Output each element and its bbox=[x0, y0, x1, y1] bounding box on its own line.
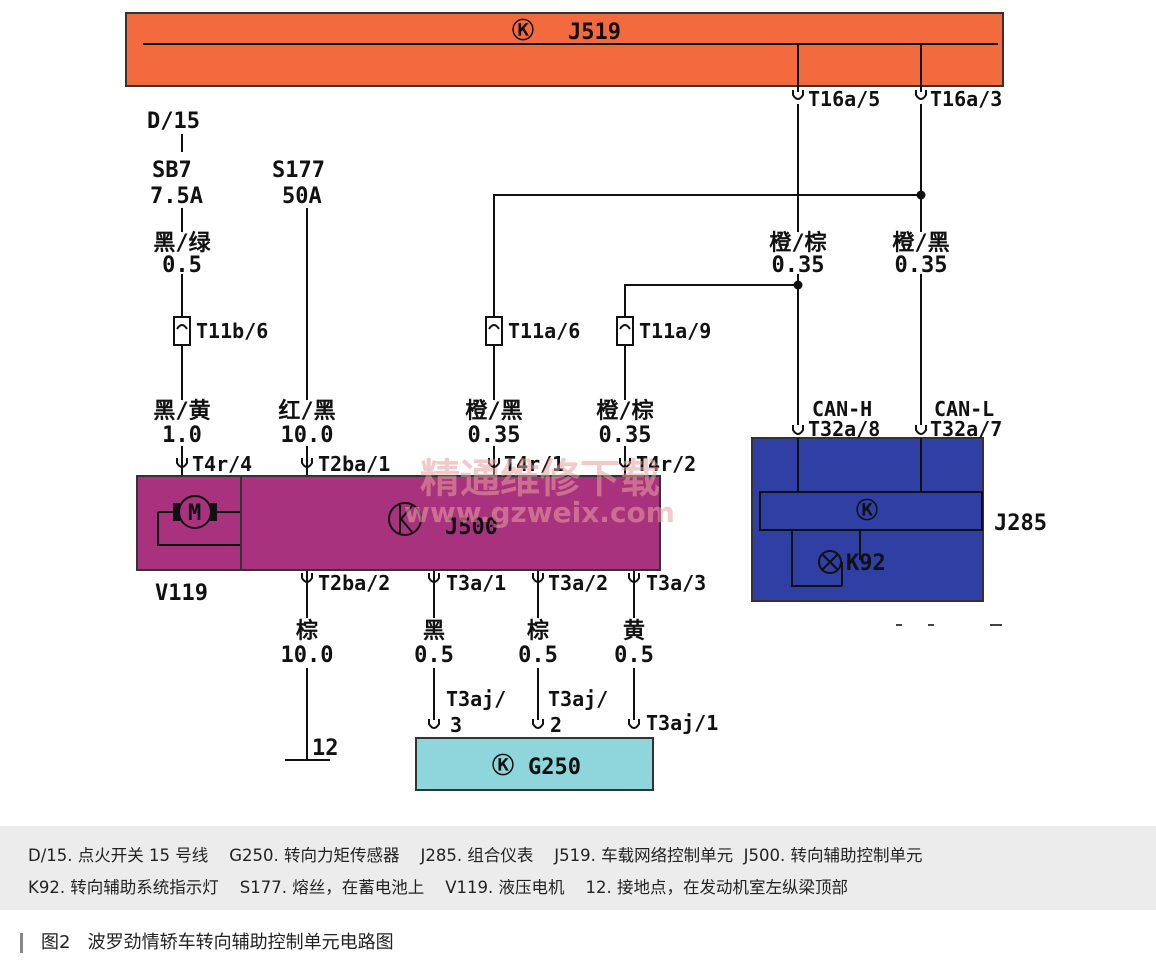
j285-inner-box bbox=[759, 491, 983, 531]
v119-label: V119 bbox=[155, 581, 208, 606]
wire-gnd-color: 棕 bbox=[296, 618, 318, 644]
g250-box bbox=[415, 737, 654, 791]
junction-dot bbox=[916, 190, 926, 200]
j500-box bbox=[240, 475, 661, 571]
j285-control-icon: Ⓚ bbox=[856, 498, 878, 524]
wire-g1-color: 黑 bbox=[423, 619, 445, 644]
g250-control-icon: Ⓚ bbox=[492, 753, 514, 779]
wire-sb7-color: 黑/绿 bbox=[153, 230, 211, 256]
motor-symbol bbox=[157, 495, 240, 546]
wire-t4r2-color: 橙/棕 bbox=[596, 398, 653, 424]
conn-t3aj1: T3aj/1 bbox=[646, 711, 718, 735]
wires bbox=[181, 86, 922, 761]
wire-g3-size: 0.5 bbox=[614, 643, 654, 668]
conn-can-l: CAN-L bbox=[934, 397, 994, 421]
conn-t16a5: T16a/5 bbox=[808, 87, 880, 111]
conn-t16a3: T16a/3 bbox=[930, 87, 1002, 111]
conn-t4r4: T4r/4 bbox=[192, 452, 252, 476]
sb7-label: SB7 bbox=[152, 158, 192, 183]
conn-t3a3: T3a/3 bbox=[646, 571, 706, 595]
conn-can-h: CAN-H bbox=[812, 397, 872, 421]
conn-t11b6: T11b/6 bbox=[196, 319, 268, 343]
conn-t3a2: T3a/2 bbox=[548, 571, 608, 595]
conn-t2ba1: T2ba/1 bbox=[318, 452, 390, 476]
conn-t3aj2-b: 2 bbox=[550, 713, 562, 737]
wire-canh-size: 0.35 bbox=[772, 253, 825, 278]
legend-line-2: K92. 转向辅助系统指示灯 S177. 熔丝，在蓄电池上 V119. 液压电机… bbox=[28, 878, 848, 897]
conn-t3aj3-b: 3 bbox=[450, 713, 462, 737]
legend: D/15. 点火开关 15 号线 G250. 转向力矩传感器 J285. 组合仪… bbox=[0, 826, 1156, 910]
conn-t32a8: T32a/8 bbox=[808, 417, 880, 441]
caption-text: 图2 波罗劲情轿车转向辅助控制单元电路图 bbox=[41, 932, 394, 953]
wire-s177-color: 红/黑 bbox=[278, 398, 335, 424]
caption-bar bbox=[20, 933, 23, 953]
wire-canh-color: 橙/棕 bbox=[769, 230, 826, 256]
j500-control-icon bbox=[388, 502, 422, 536]
wire-t4r2-size: 0.35 bbox=[599, 423, 652, 448]
circuit-diagram: Ⓚ J519 bbox=[125, 12, 1047, 791]
wire-canl-color: 橙/黑 bbox=[892, 231, 949, 256]
wire-canl-size: 0.35 bbox=[895, 253, 948, 278]
wire-g2-size: 0.5 bbox=[518, 643, 558, 668]
wire-g3-color: 黄 bbox=[623, 619, 645, 644]
legend-line-1: D/15. 点火开关 15 号线 G250. 转向力矩传感器 J285. 组合仪… bbox=[28, 846, 923, 865]
conn-t11a6: T11a/6 bbox=[508, 319, 580, 343]
wire-t4r1-size: 0.35 bbox=[468, 423, 521, 448]
conn-t4r2: T4r/2 bbox=[636, 452, 696, 476]
wire-g2-color: 棕 bbox=[527, 618, 549, 644]
wire-v119-size: 1.0 bbox=[162, 423, 202, 448]
j519-label: J519 bbox=[568, 20, 621, 45]
conn-t3aj2-a: T3aj/ bbox=[548, 687, 608, 711]
junction-dot bbox=[793, 280, 803, 290]
wire-v119-color: 黑/黄 bbox=[153, 399, 210, 424]
watermark-title: 精通维修下载 bbox=[420, 456, 660, 502]
wire-sb7-size: 0.5 bbox=[162, 253, 202, 278]
conn-t4r1: T4r/1 bbox=[504, 452, 564, 476]
s177-rating: 50A bbox=[282, 184, 322, 209]
motor-m-label: M bbox=[188, 501, 201, 526]
wire-t4r1-color: 橙/黑 bbox=[465, 399, 522, 424]
watermark-url: www.gzweix.com bbox=[404, 496, 675, 529]
wire-g1-size: 0.5 bbox=[414, 643, 454, 668]
conn-t3aj3-a: T3aj/ bbox=[446, 687, 506, 711]
sb7-rating: 7.5A bbox=[150, 184, 203, 209]
s177-label: S177 bbox=[272, 158, 325, 183]
j285-label: J285 bbox=[994, 511, 1047, 536]
conn-t3a1: T3a/1 bbox=[446, 571, 506, 595]
conn-t32a7: T32a/7 bbox=[930, 417, 1002, 441]
d15-label: D/15 bbox=[147, 109, 200, 134]
g250-label: G250 bbox=[528, 755, 581, 780]
wire-gnd-size: 10.0 bbox=[281, 643, 334, 668]
wire-s177-size: 10.0 bbox=[281, 423, 334, 448]
ground-label: 12 bbox=[312, 736, 339, 761]
k92-label: K92 bbox=[846, 551, 886, 576]
figure-caption: 图2 波罗劲情轿车转向辅助控制单元电路图 bbox=[20, 928, 394, 954]
j519-box bbox=[125, 12, 1004, 87]
j519-symbol: Ⓚ bbox=[512, 18, 534, 44]
j500-label: J500 bbox=[445, 515, 498, 540]
conn-t2ba2: T2ba/2 bbox=[318, 571, 390, 595]
conn-t11a9: T11a/9 bbox=[639, 319, 711, 343]
